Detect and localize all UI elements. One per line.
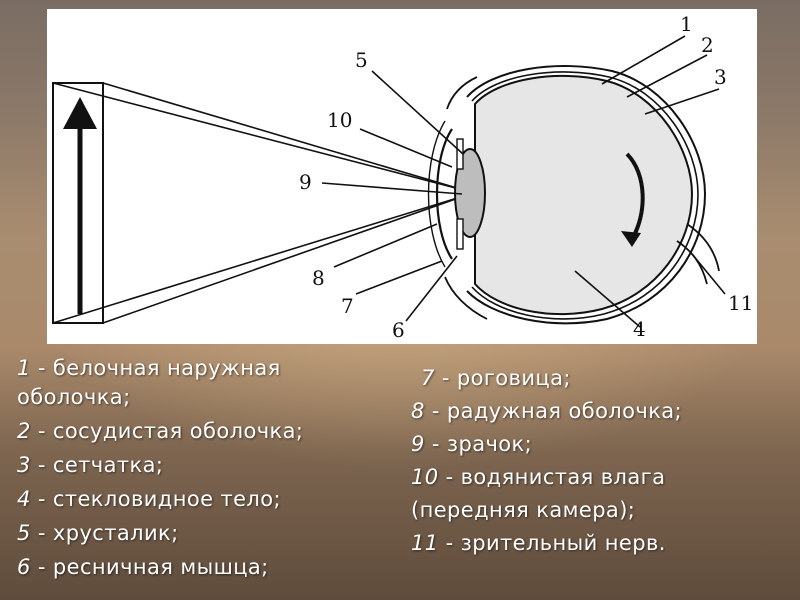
legend-left: 1 - белочная наружная оболочка; 2 - сосу… [17,354,397,587]
callout-11: 11 [728,291,753,315]
legend-item-6: 6 - ресничная мышца; [17,555,269,579]
callout-8: 8 [312,266,325,290]
object-arrow [63,97,97,129]
inverted-image-arrow [621,231,641,247]
callout-6: 6 [392,318,405,342]
legend-item-1: 1 - белочная наружная оболочка; [17,356,281,409]
legend-item-7: 7 - роговица; [421,366,571,390]
legend-item-3: 3 - сетчатка; [17,453,164,477]
legend-right: 7 - роговица; 8 - радужная оболочка; 9 -… [411,362,791,560]
sclera [466,65,707,325]
eyeball [427,65,720,325]
legend-item-2: 2 - сосудистая оболочка; [17,419,304,443]
legend-item-5: 5 - хрусталик; [17,521,179,545]
leader-lines [321,35,726,328]
callout-4: 4 [633,317,646,341]
callout-2: 2 [701,33,714,57]
cornea [435,128,453,260]
eye-diagram-svg: 1 2 3 4 5 6 7 8 9 10 11 [52,12,753,342]
inverted-image [625,152,645,241]
eye-diagram: 1 2 3 4 5 6 7 8 9 10 11 [47,9,757,344]
legend-item-4: 4 - стекловидное тело; [17,487,281,511]
callout-3: 3 [714,65,727,89]
callout-1: 1 [680,12,693,36]
choroid [471,71,699,320]
callout-7: 7 [341,294,354,318]
callout-5: 5 [355,48,368,72]
legend-item-11: 11 - зрительный нерв. [411,531,666,555]
legend-item-8: 8 - радужная оболочка; [411,399,683,423]
legend-item-10: 10 - водянистая влага (передняя камера); [411,465,666,522]
legend-item-9: 9 - зрачок; [411,432,533,456]
object-frame [52,82,104,324]
vitreous-body [474,74,694,316]
iris-lower [456,218,464,250]
eyelids [444,76,488,320]
callout-9: 9 [299,170,312,194]
callout-10: 10 [327,108,352,132]
